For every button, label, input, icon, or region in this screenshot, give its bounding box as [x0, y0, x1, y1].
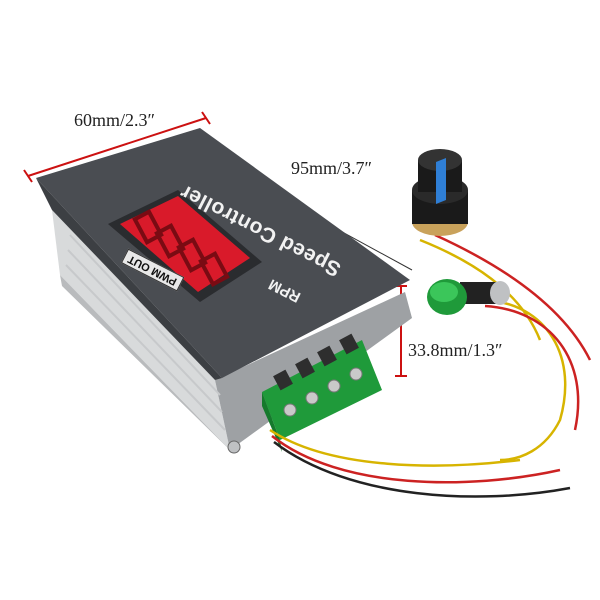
width-dimension-line [27, 117, 207, 177]
potentiometer-knob [412, 149, 468, 236]
wires [269, 233, 592, 498]
terminal-block [262, 333, 382, 452]
controller-housing [36, 128, 412, 456]
length-dimension-label: 95mm/3.7″ [291, 158, 372, 178]
height-dimension-label: 33.8mm/1.3″ [408, 340, 503, 360]
push-button [427, 279, 510, 315]
screw [227, 440, 241, 454]
width-dimension-label: 60mm/2.3″ [74, 110, 155, 130]
